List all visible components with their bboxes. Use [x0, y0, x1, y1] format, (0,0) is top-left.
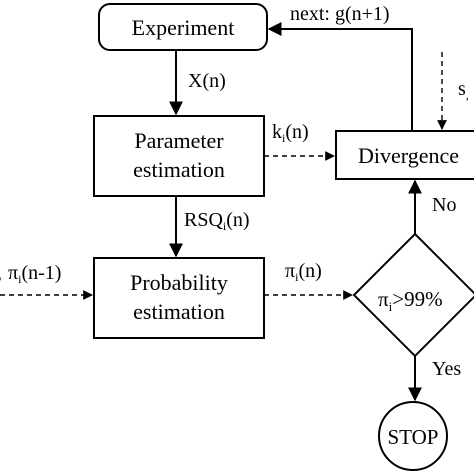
x-n-label: X(n) — [188, 70, 226, 92]
arrow-divergence-to-experiment — [267, 22, 413, 131]
decision-label: πi>99% — [378, 287, 443, 314]
probability-estimation-label-1: Probability — [130, 270, 228, 295]
prev-pi-label: ,πi(n-1) — [0, 262, 61, 286]
probability-estimation-label-2: estimation — [133, 299, 225, 324]
next-label: next: g(n+1) — [290, 3, 390, 25]
s-label: s, — [458, 78, 469, 102]
k-label: ki(n) — [272, 121, 309, 145]
divergence-node — [335, 130, 474, 180]
experiment-label: Experiment — [132, 15, 235, 40]
pi-label: πi(n) — [285, 260, 322, 284]
parameter-estimation-label-2: estimation — [133, 157, 225, 182]
parameter-estimation-node — [93, 115, 265, 197]
yes-label: Yes — [432, 358, 461, 380]
parameter-estimation-label-1: Parameter — [134, 128, 224, 153]
divergence-label: Divergence — [358, 143, 459, 168]
probability-estimation-node — [93, 257, 265, 339]
no-label: No — [432, 194, 456, 216]
rsq-label: RSQi(n) — [184, 209, 250, 233]
stop-label: STOP — [388, 425, 439, 449]
stop-node — [378, 401, 448, 471]
experiment-node — [98, 3, 268, 51]
